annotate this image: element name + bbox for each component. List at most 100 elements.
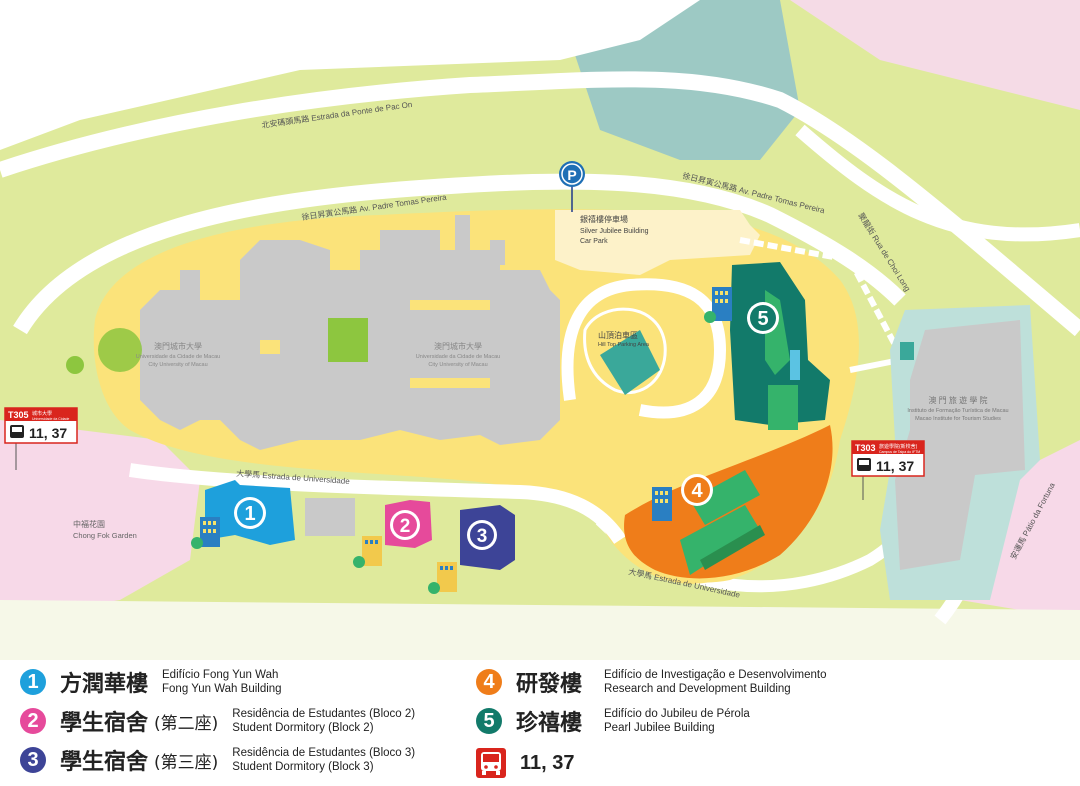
bus-icon	[857, 458, 871, 471]
legend-text-5: Edifício do Jubileu de Pérola Pearl Jubi…	[604, 707, 750, 735]
courtyard-yellow-1	[260, 340, 280, 354]
bus-stop-t305-name-pt: Universidade da Cidade	[32, 417, 69, 421]
city-u-west-pt: Universidade da Cidade de Macau	[136, 354, 220, 360]
legend-item-3[interactable]: 3 學生宿舍 (第三座) Residência de Estudantes (B…	[20, 740, 415, 780]
campus-map[interactable]: 1 2 3 4 5 P 北安碼頭馬路 Estrada da Ponte de P…	[0, 0, 1080, 660]
marker-3[interactable]: 3	[467, 520, 497, 550]
marker-4-label: 4	[691, 480, 703, 502]
chong-fok-cn: 中福花園	[73, 519, 105, 529]
legend-en-1: Fong Yun Wah Building	[162, 683, 282, 695]
courtyard-yellow-2	[410, 300, 490, 310]
legend-pt-2: Residência de Estudantes (Bloco 2)	[232, 708, 416, 720]
road-universidade	[128, 463, 626, 545]
building-5-skylight	[790, 350, 800, 380]
legend-pt-1: Edifício Fong Yun Wah	[162, 669, 279, 681]
city-u-east-en: City University of Macau	[428, 362, 487, 368]
legend-number-4: 4	[476, 669, 502, 695]
legend-cn-sub-3: (第三座)	[154, 752, 219, 773]
silver-en-1: Silver Jubilee Building	[580, 228, 649, 235]
silver-jubilee-carpark	[555, 210, 760, 275]
parking-symbol: P	[567, 167, 576, 183]
marker-3-label: 3	[477, 526, 488, 547]
city-u-west-cn: 澳門城市大學	[154, 341, 202, 351]
legend-en-3: Student Dormitory (Block 3)	[232, 761, 374, 773]
bus-icon	[10, 425, 24, 438]
legend-cn-2: 學生宿舍	[60, 711, 149, 736]
legend-item-2[interactable]: 2 學生宿舍 (第二座) Residência de Estudantes (B…	[20, 701, 415, 741]
city-u-west-en: City University of Macau	[148, 362, 207, 368]
tree-cluster-2	[66, 356, 84, 374]
city-u-east-pt: Universidade da Cidade de Macau	[416, 354, 500, 360]
marker-1[interactable]: 1	[234, 497, 266, 529]
building-5-roof-green-2	[768, 385, 798, 430]
bus-stop-t305-name: 城市大學	[32, 410, 52, 417]
building-icon-3	[428, 562, 457, 594]
legend-number-3: 3	[20, 747, 46, 773]
legend-en-5: Pearl Jubilee Building	[604, 722, 715, 734]
marker-2[interactable]: 2	[390, 510, 420, 540]
legend-cn-3: 學生宿舍	[60, 750, 149, 775]
bus-stop-t303-code: T303	[855, 443, 876, 453]
legend-text-1: Edifício Fong Yun Wah Fong Yun Wah Build…	[162, 668, 282, 696]
road-tomas-pereira	[13, 173, 906, 335]
legend-number-5: 5	[476, 708, 502, 734]
legend-cn-sub-2: (第二座)	[154, 713, 219, 734]
legend-number-2: 2	[20, 708, 46, 734]
silver-cn: 銀禧樓停車場	[580, 214, 628, 224]
legend-en-4: Research and Development Building	[604, 683, 791, 695]
bus-stop-t303-name: 旅遊學院(新校舍)	[879, 443, 918, 450]
map-legend: 1 方潤華樓 Edifício Fong Yun Wah Fong Yun Wa…	[0, 660, 1080, 786]
hilltop-en: Hill Top Parking Area	[598, 342, 650, 348]
tree-cluster-1	[98, 328, 142, 372]
building-icon-2	[353, 536, 382, 568]
pink-zone-top-right	[790, 0, 1080, 110]
legend-item-bus[interactable]: 11, 37	[476, 743, 575, 783]
bus-stop-t305-routes: 11, 37	[29, 425, 67, 441]
legend-text-3: Residência de Estudantes (Bloco 3) Stude…	[232, 746, 415, 774]
legend-pt-5: Edifício do Jubileu de Pérola	[604, 708, 750, 720]
building-icon-4	[652, 487, 672, 521]
building-4-roof-green-2	[680, 505, 760, 575]
legend-cn-4: 研發樓	[516, 672, 583, 697]
legend-pt-4: Edifício de Investigação e Desenvolvimen…	[604, 669, 827, 681]
bottom-fade	[0, 600, 1080, 660]
bus-stop-t303-name-pt: Campus de Taipa do IFTM	[879, 450, 920, 454]
marker-5-label: 5	[757, 308, 768, 330]
marker-2-label: 2	[400, 516, 411, 537]
road-hilltop-loop	[561, 278, 727, 419]
legend-item-5[interactable]: 5 珍禧樓 Edifício do Jubileu de Pérola Pear…	[476, 701, 750, 741]
legend-item-4[interactable]: 4 研發樓 Edifício de Investigação e Desenvo…	[476, 662, 826, 702]
marker-5[interactable]: 5	[747, 302, 779, 334]
legend-number-1: 1	[20, 669, 46, 695]
marker-4[interactable]: 4	[681, 474, 713, 506]
ift-en: Macao Institute for Tourism Studies	[915, 416, 1001, 422]
building-4-roof-line	[700, 525, 765, 570]
legend-en-2: Student Dormitory (Block 2)	[232, 722, 374, 734]
courtyard-yellow-3	[410, 378, 490, 388]
marker-1-label: 1	[244, 503, 255, 525]
bus-icon	[476, 748, 506, 778]
building-icon-1	[191, 517, 220, 549]
legend-item-1[interactable]: 1 方潤華樓 Edifício Fong Yun Wah Fong Yun Wa…	[20, 662, 282, 702]
road-pac-on	[0, 71, 1080, 337]
road-choi-long	[795, 124, 1080, 242]
chong-fok-en: Chong Fok Garden	[73, 531, 137, 540]
city-u-east-cn: 澳門城市大學	[434, 341, 482, 351]
skybridge	[739, 237, 898, 347]
ift-cn: 澳 門 旅 遊 學 院	[928, 395, 987, 405]
legend-bus-routes: 11, 37	[520, 751, 575, 774]
bus-stop-t303-routes: 11, 37	[876, 458, 914, 474]
ift-entrance	[900, 342, 914, 360]
legend-cn-1: 方潤華樓	[60, 672, 149, 697]
parking-icon[interactable]: P	[559, 161, 585, 212]
silver-en-2: Car Park	[580, 238, 608, 245]
bus-stop-t303[interactable]: T303 旅遊學院(新校舍) Campus de Taipa do IFTM 1…	[851, 440, 925, 500]
legend-text-4: Edifício de Investigação e Desenvolvimen…	[604, 668, 826, 696]
bus-stop-t305[interactable]: T305 城市大學 Universidade da Cidade 11, 37	[4, 407, 78, 470]
bus-stop-t305-code: T305	[8, 410, 29, 420]
legend-cn-5: 珍禧樓	[516, 711, 583, 736]
white-top-area	[0, 0, 700, 150]
legend-pt-3: Residência de Estudantes (Bloco 3)	[232, 747, 416, 759]
ift-pt: Instituto de Formação Turística de Macau	[907, 408, 1008, 414]
building-icon-5	[704, 287, 732, 323]
